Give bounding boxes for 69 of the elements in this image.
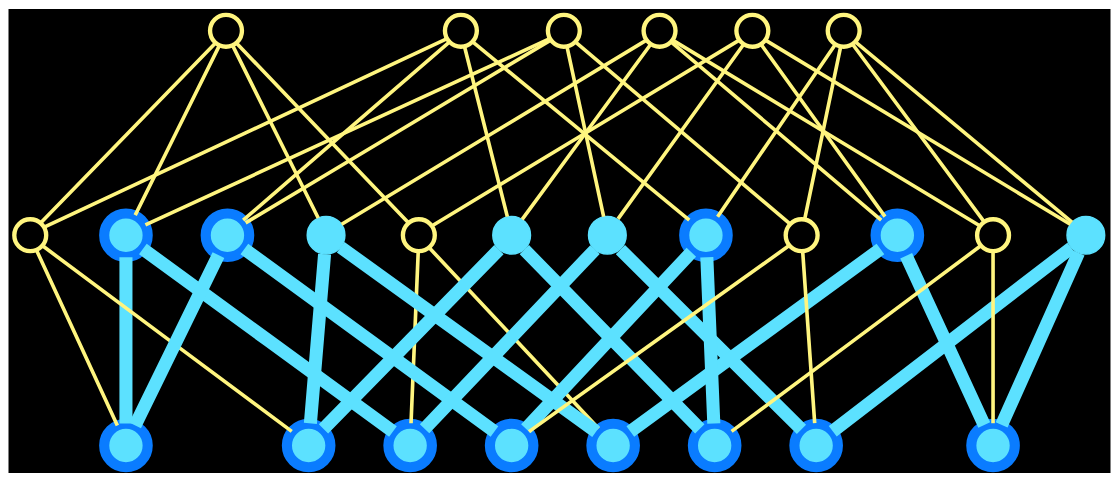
connector <box>240 243 499 437</box>
connector <box>39 41 217 225</box>
connector <box>242 41 451 222</box>
node-circle <box>99 418 153 473</box>
connector <box>431 38 741 228</box>
connector <box>462 46 510 218</box>
connector <box>565 46 606 217</box>
connector <box>759 43 887 218</box>
node-circle <box>207 12 245 49</box>
node-circle <box>789 418 843 473</box>
node-circle <box>442 12 480 49</box>
connector <box>615 245 807 435</box>
connector <box>235 41 410 225</box>
connector <box>669 40 883 222</box>
node-circle <box>825 12 862 49</box>
connector <box>574 40 791 226</box>
node-circle <box>783 217 820 254</box>
node-circle <box>870 208 925 263</box>
connector <box>244 38 552 225</box>
connector <box>43 37 448 229</box>
node-circle <box>383 418 437 473</box>
connector <box>133 44 222 216</box>
connector <box>851 43 986 223</box>
node-circle <box>281 418 336 473</box>
connector <box>34 249 119 427</box>
node-circle <box>99 208 153 263</box>
node-circle <box>679 208 733 263</box>
node-circle <box>974 217 1012 254</box>
node-circle <box>545 12 582 49</box>
connector <box>802 46 843 220</box>
node-circle <box>484 418 539 473</box>
connector <box>139 243 397 437</box>
connector <box>671 38 981 228</box>
connector <box>700 257 721 424</box>
connector <box>828 242 1076 437</box>
connector <box>336 241 600 437</box>
node-circle <box>966 418 1020 473</box>
connector <box>318 245 504 434</box>
connector <box>471 40 691 222</box>
connector <box>303 253 332 424</box>
connector <box>900 253 991 428</box>
node-circle <box>400 217 437 254</box>
connector <box>129 252 225 429</box>
connector <box>230 44 320 219</box>
connector <box>520 43 653 221</box>
connector <box>995 250 1085 428</box>
node-circle <box>492 215 532 255</box>
node-circle <box>687 418 742 473</box>
connector <box>527 244 791 434</box>
connector <box>854 40 1074 224</box>
node-circle <box>587 215 627 255</box>
connector <box>730 244 982 433</box>
connector <box>716 43 837 218</box>
node-circle <box>200 208 255 263</box>
node-circle <box>734 12 771 49</box>
node-circle <box>12 217 49 254</box>
connector <box>991 251 995 424</box>
node-circle <box>641 12 678 49</box>
node-circle <box>1066 215 1106 255</box>
connector <box>119 257 133 424</box>
connector <box>340 38 648 226</box>
connector <box>800 251 817 424</box>
connector <box>41 244 293 433</box>
connector <box>616 43 746 220</box>
connector <box>764 38 1072 226</box>
node-circle <box>306 215 346 255</box>
connector <box>144 37 551 227</box>
connector <box>626 243 885 437</box>
node-circle <box>586 418 640 473</box>
